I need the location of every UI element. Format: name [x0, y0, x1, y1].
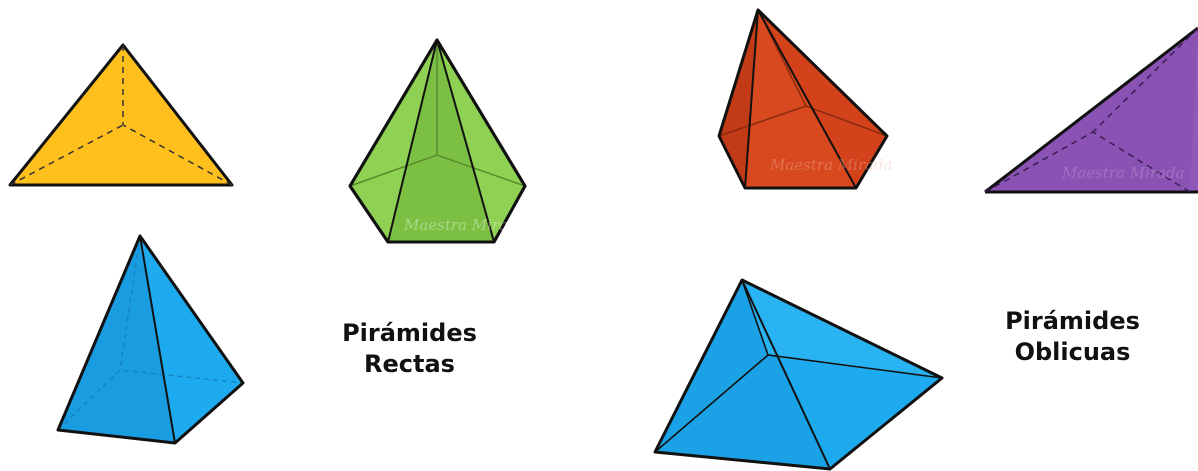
svg-text:Maestra Mirada: Maestra Mirada	[769, 156, 893, 174]
caption-line-1: Pirámides	[1005, 307, 1140, 335]
caption-line-1: Pirámides	[342, 319, 477, 347]
blue-square-pyramid	[56, 234, 245, 445]
right-pyramids-caption: Pirámides Rectas	[322, 318, 497, 380]
blue-oblique-pyramid	[653, 278, 944, 471]
caption-line-2: Rectas	[364, 350, 455, 378]
watermark-text: Maestra Mirada	[403, 216, 527, 234]
svg-text:Maestra Mirada: Maestra Mirada	[1061, 164, 1185, 182]
yellow-triangular-pyramid	[8, 43, 234, 187]
orange-oblique-pyramid: Maestra Mirada	[717, 8, 893, 190]
purple-oblique-pyramid: Maestra Mirada	[984, 26, 1198, 194]
caption-line-2: Oblicuas	[1014, 338, 1131, 366]
green-pentagonal-pyramid: Maestra Mirada	[348, 38, 527, 244]
oblique-pyramids-caption: Pirámides Oblicuas	[985, 306, 1160, 368]
